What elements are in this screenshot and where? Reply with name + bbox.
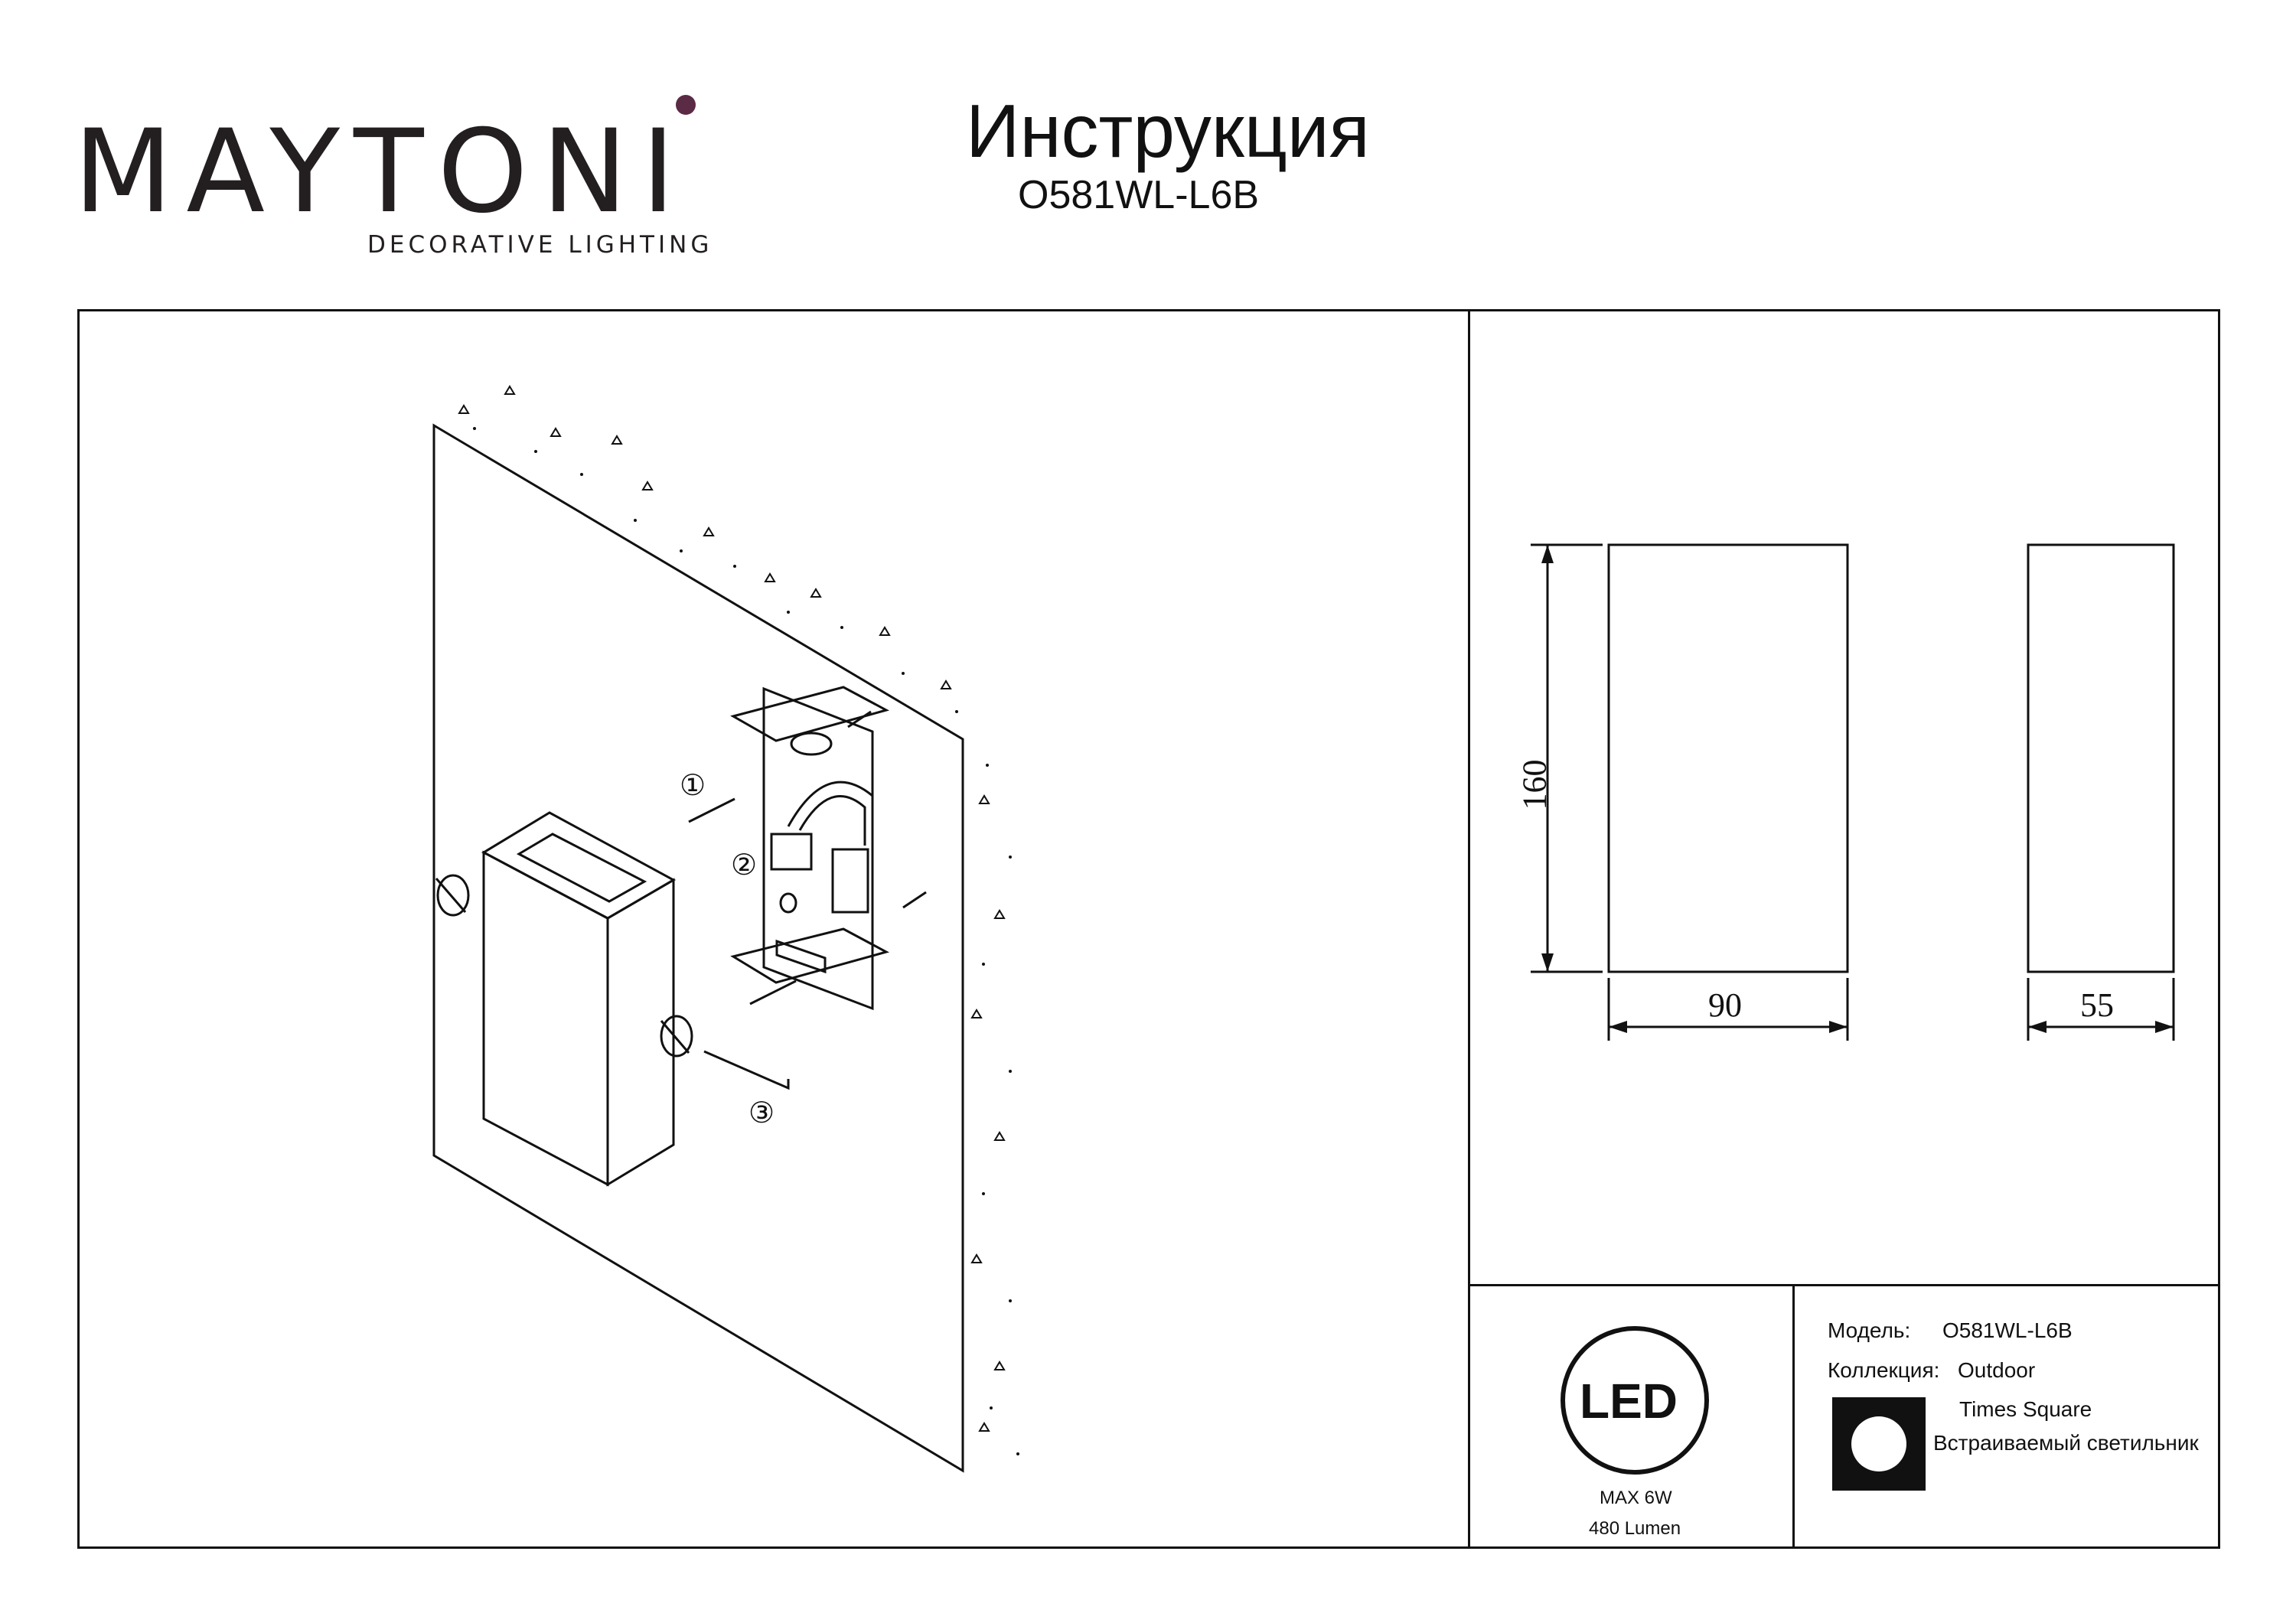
spec-collection-label: Коллекция: <box>1828 1358 1940 1382</box>
led-label: LED <box>1580 1374 1678 1429</box>
frame-divider-vertical <box>1468 309 1470 1549</box>
dimension-width: 90 <box>1708 986 1742 1024</box>
dimension-depth: 55 <box>2080 986 2114 1024</box>
side-view <box>2027 543 2175 1041</box>
logo-dot <box>676 95 696 115</box>
brand-subtitle: DECORATIVE LIGHTING <box>367 231 713 259</box>
screws-tools <box>435 710 927 1090</box>
frame-divider-info <box>1792 1284 1795 1549</box>
led-badge-circle <box>1561 1326 1709 1475</box>
step-1-label: ① <box>680 770 706 802</box>
wall-panel <box>432 423 964 1473</box>
led-power: MAX 6W <box>1600 1488 1672 1508</box>
spec-series: Times Square <box>1959 1397 2092 1421</box>
front-view <box>1531 543 1849 1041</box>
header-model: O581WL-L6B <box>1018 173 1260 217</box>
wall-texture <box>458 385 1006 1432</box>
lamp-body <box>481 811 677 1187</box>
frame-divider-horizontal <box>1468 1284 2220 1286</box>
spec-model-value: O581WL-L6B <box>1942 1318 2073 1342</box>
step-2-label: ② <box>731 849 758 882</box>
dimension-height: 160 <box>1515 759 1554 810</box>
page-title: Инструкция <box>966 89 1370 173</box>
mounting-bracket <box>730 686 890 1011</box>
dimension-arrows <box>1541 545 2174 1033</box>
step-3-label: ③ <box>748 1097 775 1129</box>
brand-logo: MAYTONI <box>73 106 690 239</box>
spec-model-label: Модель: <box>1828 1318 1911 1342</box>
wall-dots <box>473 427 1019 1455</box>
spec-type: Встраиваемый светильник <box>1933 1431 2199 1455</box>
spec-collection-value: Outdoor <box>1958 1358 2036 1382</box>
led-lumen: 480 Lumen <box>1589 1518 1681 1539</box>
product-icon-circle <box>1851 1416 1906 1471</box>
drawing-frame <box>77 309 2220 1549</box>
